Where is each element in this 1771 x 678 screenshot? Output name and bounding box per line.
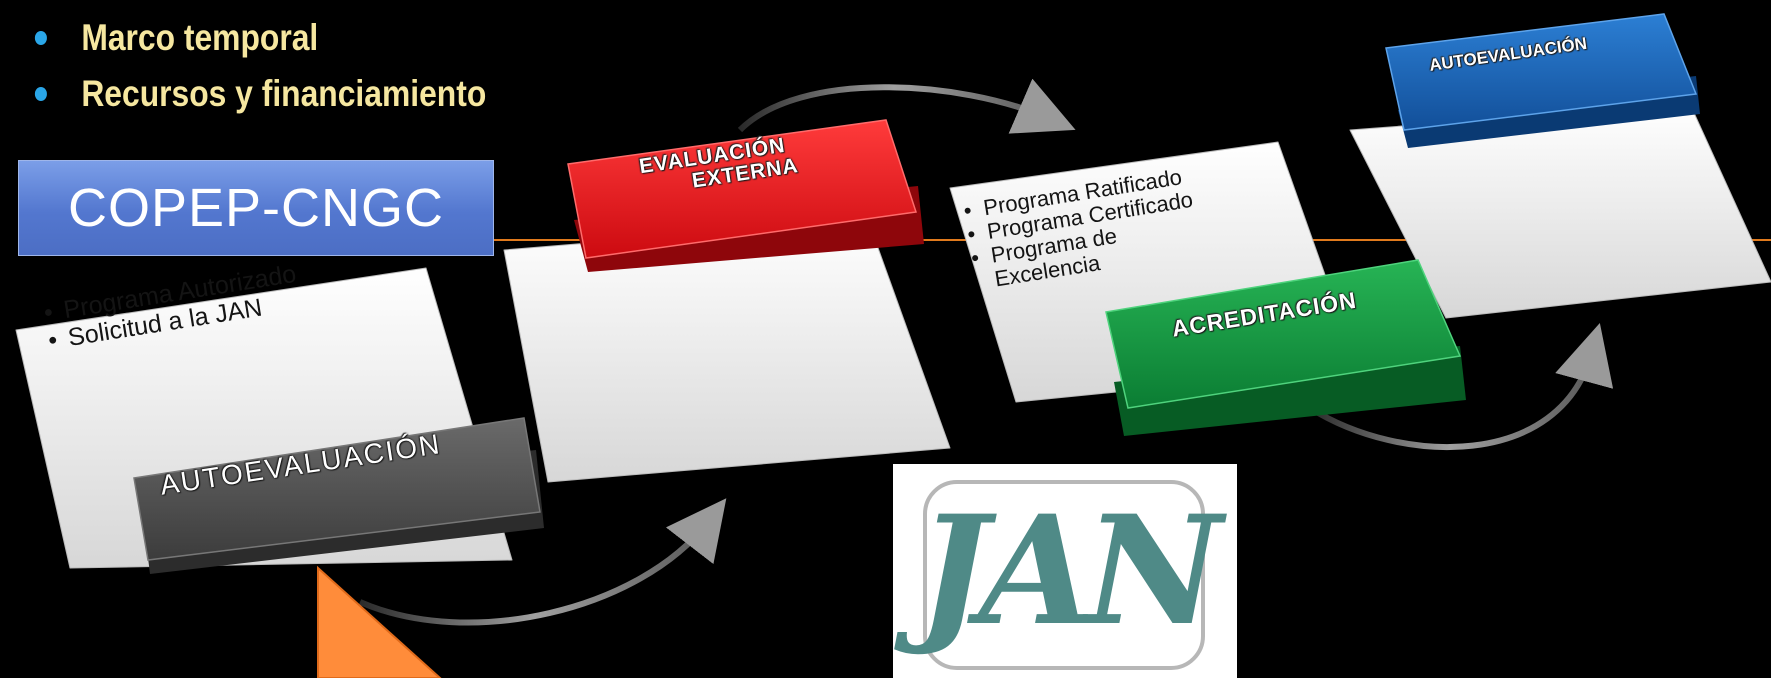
logo-frame <box>923 480 1205 670</box>
copep-cngc-label: COPEP-CNGC <box>18 160 494 256</box>
button-autoevaluacion-2 <box>1385 13 1700 148</box>
curved-arrow-3 <box>1308 323 1614 450</box>
curved-arrow-2 <box>737 78 1076 134</box>
button-evaluacion-externa <box>567 119 924 272</box>
bullet-item: Recursos y financiamiento <box>28 66 486 122</box>
bullet-dot-icon <box>34 31 47 45</box>
button-acreditacion <box>1105 259 1466 436</box>
bullet-item: Marco temporal <box>28 10 486 66</box>
button-autoevaluacion-1 <box>133 417 544 574</box>
bullet-list: Marco temporal Recursos y financiamiento <box>28 10 561 122</box>
bullet-dot-icon <box>34 87 47 101</box>
curved-arrow-1 <box>358 498 727 626</box>
logo-text: JAN <box>917 483 1222 659</box>
jan-logo: JAN <box>893 464 1237 678</box>
orange-arrow-icon <box>317 565 442 678</box>
